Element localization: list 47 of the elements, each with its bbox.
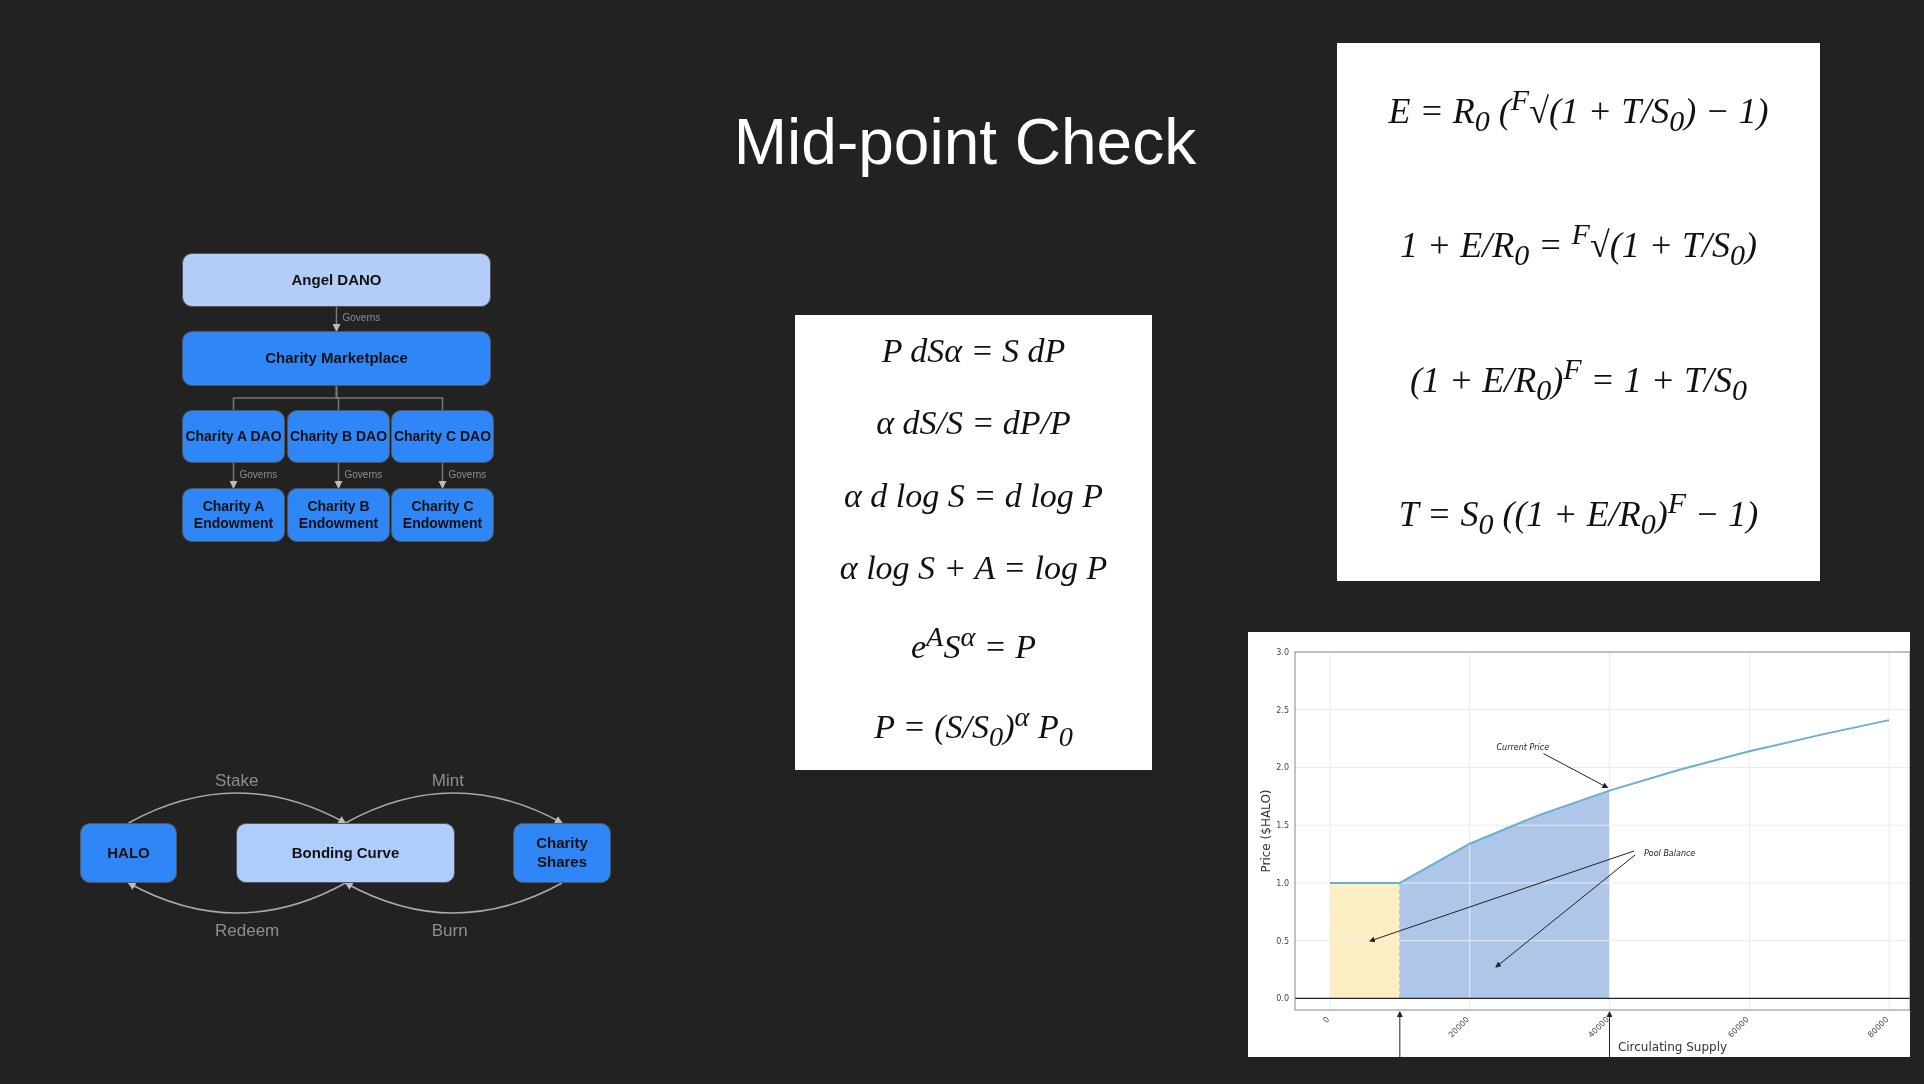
tick-label: 2.0 — [1276, 763, 1289, 773]
arrow — [229, 462, 238, 489]
org-box: Charity B DAO — [287, 410, 390, 463]
formula: α dS/S = dP/P — [876, 404, 1071, 443]
axis-title: Price ($HALO) — [1259, 789, 1273, 873]
org-box: Charity C DAO — [391, 410, 494, 463]
org-box: Charity A DAO — [182, 410, 285, 463]
edge-label: Governs — [448, 468, 487, 480]
formula: E = R$_{0}$ ($^{F}$√(1 + T/S$_{0}$) − 1) — [1388, 82, 1769, 138]
tick-label: 0.0 — [1276, 994, 1289, 1004]
arrow — [344, 882, 563, 914]
arrow — [127, 792, 347, 824]
connector-line — [335, 385, 444, 411]
formula: 1 + E/R$_{0}$ = $^{F}$√(1 + T/S$_{0}$) — [1400, 217, 1757, 273]
arrow — [438, 462, 447, 489]
token-box: HALO — [80, 823, 177, 883]
annotation-text: Current Price — [1496, 742, 1550, 752]
arrow — [127, 882, 347, 914]
arrow — [334, 462, 343, 489]
edge-label: Governs — [342, 312, 381, 323]
edge-label: Governs — [239, 468, 278, 480]
token-box: Charity Shares — [513, 823, 611, 883]
tick-label: 3.0 — [1276, 648, 1289, 657]
formula: P dSα = S dP — [881, 332, 1066, 371]
arrow — [344, 792, 563, 824]
tick-label: 0 — [1321, 1015, 1332, 1025]
tick-label: 2.5 — [1276, 705, 1289, 715]
tick-label: 0.5 — [1276, 936, 1289, 946]
annotation-text: Pool Balance — [1644, 849, 1696, 858]
slide-title: Mid-point Check — [732, 105, 1198, 179]
org-box: Charity A Endowment — [182, 488, 285, 542]
arrow — [332, 306, 341, 332]
org-box: Charity C Endowment — [391, 488, 494, 542]
formula: e$^{A}$S$^{α}$ = P — [911, 621, 1036, 667]
process-box: Bonding Curve — [236, 823, 455, 883]
org-box: Angel DANO — [182, 253, 491, 307]
formula: α log S + A = log P — [839, 548, 1108, 587]
formula: α d log S = d log P — [844, 476, 1103, 515]
axis-title: Circulating Supply — [1617, 1040, 1728, 1054]
formula: T = S$_{0}$ ((1 + E/R$_{0}$)$^{F}$ − 1) — [1398, 486, 1759, 542]
formula: (1 + E/R$_{0}$)$^{F}$ = 1 + T/S$_{0}$ — [1409, 351, 1748, 407]
tick-label: 1.0 — [1276, 878, 1289, 888]
org-box: Charity Marketplace — [182, 331, 491, 386]
edge-label: Governs — [344, 468, 383, 480]
org-box: Charity B Endowment — [287, 488, 390, 542]
formula: P = (S/S$_{0}$)$^{α}$ P$_{0}$ — [874, 700, 1073, 753]
tick-label: 1.5 — [1276, 821, 1289, 831]
